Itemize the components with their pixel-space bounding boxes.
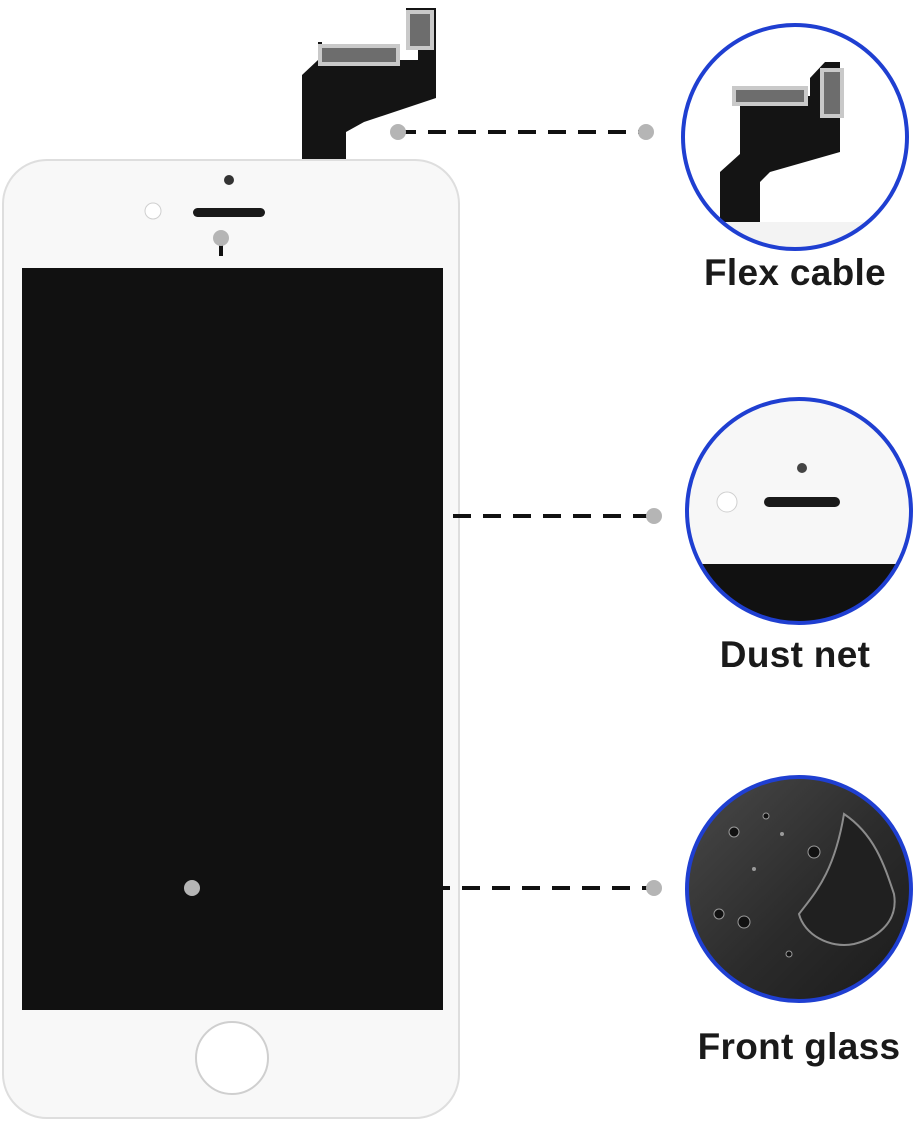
- flex-cable-end-dot: [638, 124, 654, 140]
- flex-cable-marker-dot: [390, 124, 406, 140]
- dust-net-marker-dot: [213, 230, 229, 246]
- dust-net-leader-line: [219, 238, 654, 518]
- front-glass-marker-dot: [184, 880, 200, 896]
- dust-net-end-dot: [646, 508, 662, 524]
- front-glass-end-dot: [646, 880, 662, 896]
- flex-cable-detail-circle: [681, 23, 909, 251]
- front-glass-label: Front glass: [697, 1026, 901, 1067]
- front-camera: [224, 175, 234, 185]
- front-glass-detail-circle: [685, 775, 913, 1003]
- flex-cable: [302, 8, 436, 160]
- earpiece-dust-net: [193, 208, 265, 217]
- dust-net-detail-circle: [685, 397, 913, 625]
- dust-net-label: Dust net: [719, 634, 871, 675]
- flex-cable-label: Flex cable: [704, 252, 886, 293]
- proximity-sensor: [144, 202, 162, 220]
- home-button: [195, 1021, 269, 1095]
